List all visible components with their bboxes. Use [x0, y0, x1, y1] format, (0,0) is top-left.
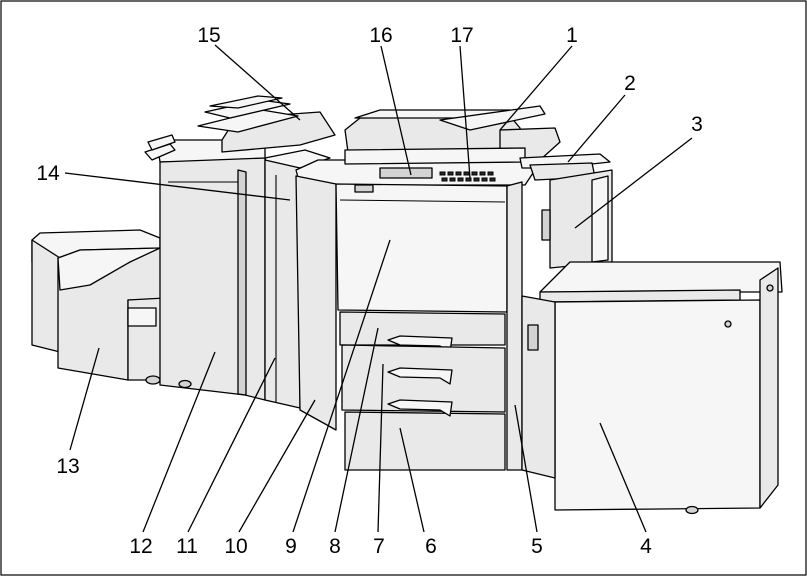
- callout-14: 14: [36, 162, 60, 185]
- callout-12: 12: [129, 535, 152, 558]
- leader-13: [69, 347, 100, 451]
- leader-5: [514, 404, 538, 533]
- unit-11: [264, 149, 331, 409]
- drawer-8: [339, 311, 506, 353]
- large-capacity-unit-4: [521, 261, 783, 515]
- leader-lines: [64, 44, 693, 533]
- leader-7: [377, 363, 384, 533]
- leader-6: [399, 427, 425, 533]
- leader-17: [459, 45, 471, 179]
- callout-1: 1: [566, 24, 578, 47]
- leader-16: [380, 45, 412, 176]
- callout-10: 10: [224, 535, 247, 558]
- callout-11: 11: [176, 535, 198, 558]
- leader-3: [574, 137, 693, 229]
- leader-10: [238, 399, 316, 533]
- drawer-6: [344, 399, 506, 471]
- callout-15: 15: [197, 24, 220, 47]
- callout-9: 9: [285, 535, 297, 558]
- leader-8: [334, 327, 379, 533]
- leader-14: [64, 172, 291, 201]
- callout-6: 6: [425, 535, 437, 558]
- callout-16: 16: [369, 24, 392, 47]
- keypad-17: [439, 171, 496, 182]
- leader-4: [599, 422, 647, 533]
- leader-9: [292, 239, 391, 533]
- finisher-12: [144, 95, 336, 401]
- callout-4: 4: [640, 535, 652, 558]
- external-unit-13: [31, 229, 166, 385]
- callout-8: 8: [329, 535, 341, 558]
- callout-numbers: 1 2 3 4 5 6 7 8 9 10 11 12 13 14 15 16 1…: [36, 24, 703, 558]
- callout-3: 3: [691, 113, 703, 136]
- drawer-7: [341, 344, 506, 413]
- leader-12: [142, 351, 216, 533]
- callout-17: 17: [450, 24, 473, 47]
- leader-2: [567, 94, 626, 163]
- main-body: [295, 105, 613, 471]
- callout-5: 5: [531, 535, 543, 558]
- callout-2: 2: [624, 72, 636, 95]
- leader-15: [214, 44, 301, 121]
- leader-11: [187, 357, 276, 533]
- leader-1: [499, 45, 573, 131]
- callout-7: 7: [373, 535, 385, 558]
- callout-13: 13: [56, 455, 79, 478]
